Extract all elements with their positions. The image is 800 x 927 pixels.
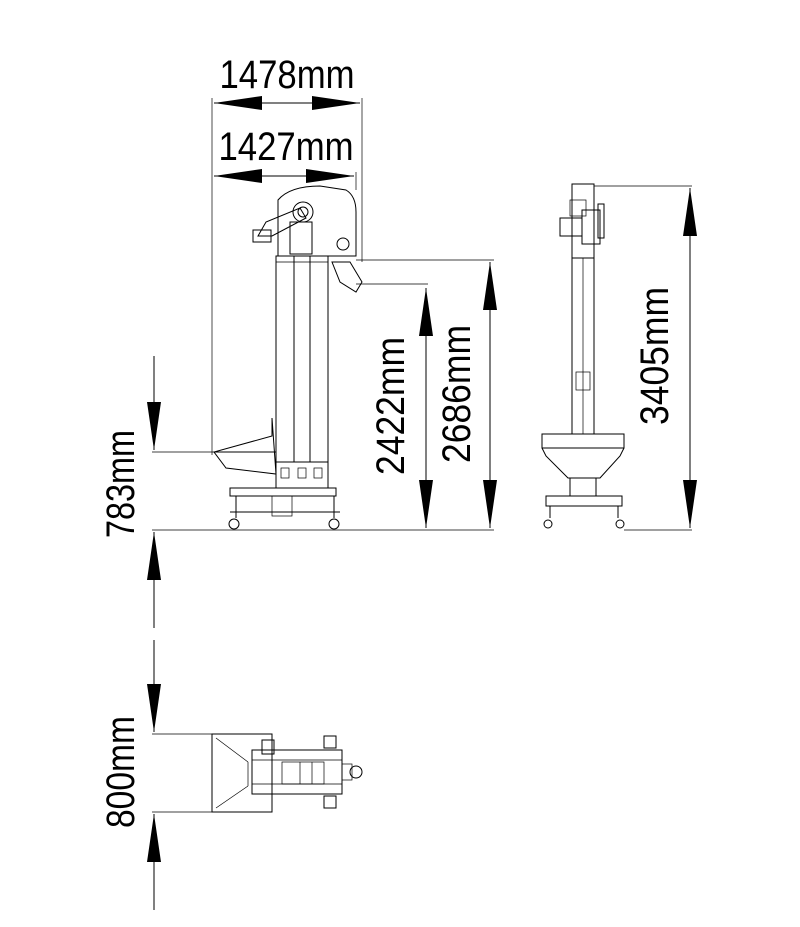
dim-width-outer: 1478mm (214, 53, 360, 110)
dim-height-discharge: 2422mm (369, 288, 433, 528)
dim-width-inner-label: 1427mm (219, 125, 354, 169)
dim-width-inner: 1427mm (214, 125, 354, 183)
dim-height-hopper: 783mm (99, 356, 216, 628)
dim-depth-base: 800mm (99, 640, 161, 910)
dim-height-discharge-label: 2422mm (369, 337, 413, 475)
dim-width-outer-label: 1478mm (220, 53, 355, 97)
dim-height-total: 3405mm (633, 188, 697, 528)
side-view: 3405mm (541, 183, 697, 531)
dim-height-head-label: 2686mm (435, 325, 479, 463)
dim-height-hopper-label: 783mm (99, 430, 143, 538)
front-view: 1478mm 1427mm (99, 53, 497, 628)
dim-height-head: 2686mm (435, 262, 497, 528)
dim-depth-base-label: 800mm (99, 716, 143, 828)
dim-height-total-label: 3405mm (633, 287, 677, 425)
top-view: 800mm (99, 640, 363, 910)
